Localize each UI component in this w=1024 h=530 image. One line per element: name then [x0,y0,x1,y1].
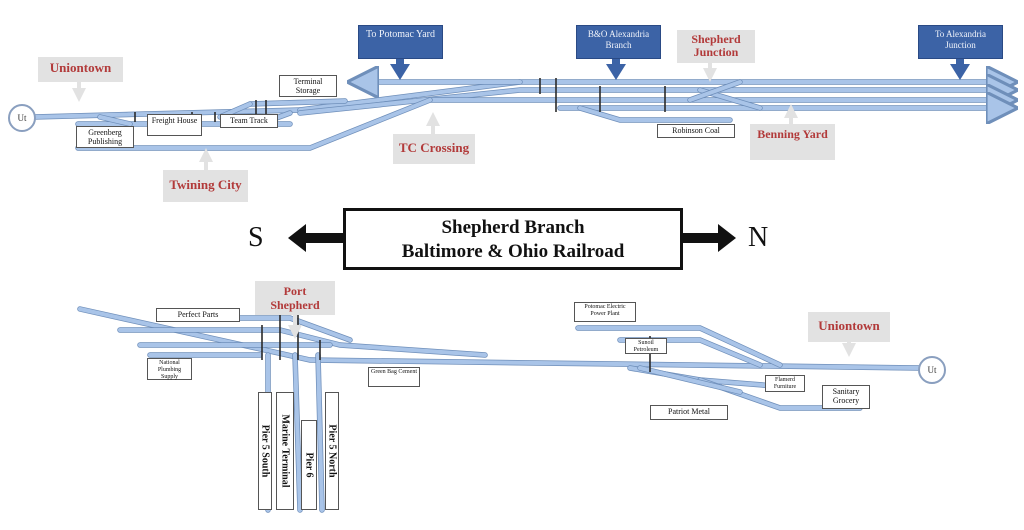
sunoil-petroleum-box: Sunoil Petroleum [625,338,667,354]
title-box: Shepherd Branch Baltimore & Ohio Railroa… [343,208,683,270]
terminal-storage-box: Terminal Storage [279,75,337,97]
compass-south: S [248,222,264,253]
perfect-parts-box: Perfect Parts [156,308,240,322]
direction-arrows [288,224,736,252]
benning-yard-label: Benning Yard [750,124,835,160]
twining-city-label: Twining City [163,170,248,202]
greenberg-publishing-box: Greenberg Publishing [76,126,134,148]
patriot-metal-box: Patriot Metal [650,405,728,420]
robinson-coal-box: Robinson Coal [657,124,735,138]
pier-6-label: Pier 6 [303,452,315,478]
national-plumbing-supply-box: National Plumbing Supply [147,358,192,380]
uniontown-marker-bottom: Ut [918,356,946,384]
marine-terminal-box: Marine Terminal [276,392,294,510]
pier-6-box: Pier 6 [301,420,317,510]
tc-crossing-label: TC Crossing [393,134,475,164]
top-track-network [31,78,1010,151]
pier-5-south-label: Pier 5 South [259,424,271,478]
sanitary-grocery-box: Sanitary Grocery [822,385,870,409]
pier-5-south-box: Pier 5 South [258,392,272,510]
bo-alexandria-branch-label: B&O Alexandria Branch [576,25,661,59]
pier-5-north-box: Pier 5 North [325,392,339,510]
green-bag-cement-box: Green Bag Cement [368,367,420,387]
pier-5-north-label: Pier 5 North [326,424,338,478]
uniontown-top-label: Uniontown [38,57,123,82]
uniontown-marker-top: Ut [8,104,36,132]
compass-north: N [748,222,769,253]
marine-terminal-label: Marine Terminal [279,414,291,488]
freight-house-box: Freight House [147,114,202,136]
title-line-1: Shepherd Branch [441,217,585,238]
to-potomac-yard-label: To Potomac Yard [358,25,443,59]
uniontown-bottom-label: Uniontown [808,312,890,342]
potomac-electric-power-plant-box: Potomac Electric Power Plant [574,302,636,322]
team-track-box: Team Track [220,114,278,128]
to-alexandria-junction-label: To Alexandria Junction [918,25,1003,59]
label-pointers [72,58,970,357]
shepherd-junction-label: Shepherd Junction [677,30,755,63]
title-line-2: Baltimore & Ohio Railroad [401,241,625,262]
port-shepherd-label: Port Shepherd [255,281,335,315]
flamerd-furniture-box: Flamerd Furniture [765,375,805,392]
bottom-track-network [77,306,923,513]
